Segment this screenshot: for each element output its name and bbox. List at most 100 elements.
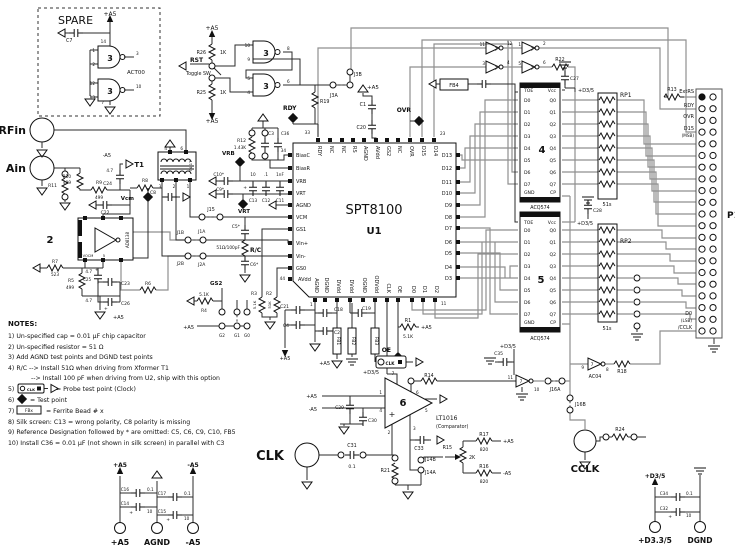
label: + [166,517,170,523]
label: 23 [440,131,446,136]
label: J2A [197,262,206,268]
label: 4 [247,90,250,95]
pin [288,254,292,258]
p1-pin [698,93,706,101]
label: 5.1K [199,292,209,298]
pin [456,180,460,184]
label: 0.1 [348,464,355,470]
pin [288,203,292,207]
label: -A5 [103,153,111,159]
label: C8 [150,190,156,196]
label: R26 [197,50,206,56]
label: C28 [593,208,602,214]
label: 7 [520,379,523,384]
power-terminals-left [114,467,199,534]
label: Vin+ [296,241,308,247]
label: -A5 [187,462,198,469]
label: 7 [531,66,534,72]
label: 1nF [276,172,284,177]
p1-pin [698,315,706,323]
label: DGND [323,278,329,293]
label: Q3 [549,134,556,140]
terminal-a5-pos: +A5 [111,538,130,547]
p1-pin [709,151,717,160]
label: RP1 [620,92,632,99]
pin [335,298,339,302]
latch4-refdes: 4 [539,145,546,156]
pin [420,138,424,142]
pin [174,178,178,182]
label: 10 [136,84,142,89]
label: R6 [145,281,151,287]
label: D7 [445,226,452,232]
connector-p1-label: P1 [727,211,735,221]
label: 3 [136,51,139,56]
label: D5 [524,288,531,294]
label: J15 [206,207,215,213]
label: +A5 [113,315,124,321]
notes-symbols [16,383,59,415]
label: 499 [66,285,74,290]
label: 51Ω/100pF [216,245,240,251]
label: 1.43K [234,145,246,150]
label: C30 [368,418,377,424]
pin [351,138,355,142]
p1-pin [698,175,706,183]
note-2: 2) Un-specified resistor = 51 Ω [8,344,104,351]
label: D0 [685,311,692,317]
note-7: 7) [8,408,14,415]
label: Q6 [549,300,556,306]
label: 9 [247,57,250,62]
label: +A5 [206,25,219,32]
label: (Comparator) [436,424,469,430]
label: R15 [443,445,452,451]
label: 5.1K [403,334,414,340]
label: Q7 [549,182,556,188]
label: 5 [247,76,250,81]
label: 33 [305,130,311,135]
cclk-label: CCLK [571,464,601,475]
label: + [389,410,396,419]
label: R21 [381,468,390,474]
label: D1 [524,110,531,116]
pin [83,216,87,220]
label: Q1 [549,240,556,246]
label: 12 [90,81,96,86]
p1-pin [709,198,717,206]
label: J2B [176,261,184,267]
label: D6 [524,300,531,306]
label: 7 [531,47,534,53]
label: G2 [219,333,225,338]
pin [288,215,292,219]
label: Q6 [549,170,556,176]
label: 10 [147,509,153,514]
label: VCM [296,215,307,221]
u1-part-number: SPT8100 [345,203,402,218]
p1-pin [698,163,706,171]
label: VOCM [83,254,94,258]
label: J14A [424,470,437,476]
label: + [668,514,672,520]
pin [385,298,389,302]
p1-pin [698,327,706,335]
label: Q2 [549,122,556,128]
label: C31 [347,443,356,449]
pin [288,227,292,231]
terminal-d33-5: +D3.3/5 [638,536,672,545]
pin [456,203,460,207]
transformer-t1 [157,139,197,202]
label: C14 [121,501,130,506]
spare-title: SPARE [58,14,93,27]
label: D0 [524,98,531,104]
p1-pin [709,233,717,241]
pin [101,216,105,220]
pin [288,241,292,245]
label: J1B [176,230,184,236]
label: 5 [103,253,106,258]
rfin-connector [29,117,55,158]
label: C19 [362,306,371,312]
label: CLK [27,387,36,392]
pin [313,298,317,302]
label: 34 [281,148,287,153]
label: 14 [101,39,107,44]
